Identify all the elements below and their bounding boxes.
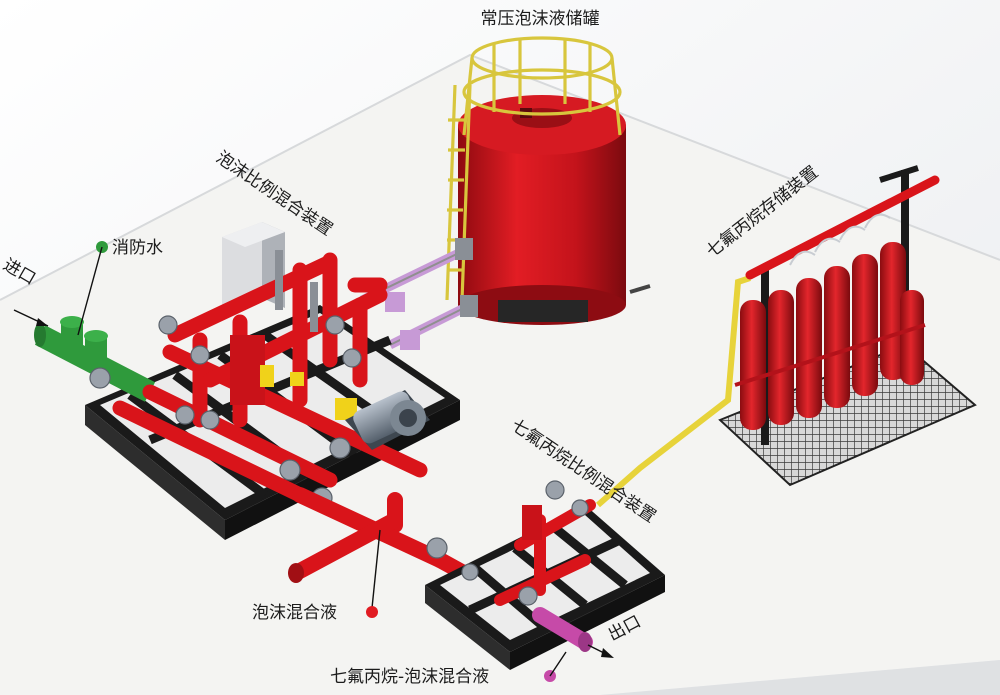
- foam-storage-tank: [445, 36, 651, 325]
- hfc-gas-line: [596, 275, 751, 508]
- hfc-foam-outlet-pipe: [532, 607, 593, 652]
- label-hfc-foam-mix: 七氟丙烷-泡沫混合液: [330, 667, 489, 687]
- foam-proportioning-skid: [34, 222, 460, 540]
- hfc-cylinders: [734, 242, 926, 430]
- skid-valves: [89, 315, 362, 509]
- label-tank: 常压泡沫液储罐: [481, 9, 600, 29]
- label-foam-mix: 泡沫混合液: [252, 603, 337, 623]
- tank-ladder-cage: [445, 36, 622, 301]
- label-fire-water: 消防水: [112, 238, 163, 258]
- outlet-arrow: [601, 648, 614, 658]
- foam-mix-marker: [366, 606, 378, 618]
- floor-platform: [0, 55, 1000, 695]
- proportioner-body: [230, 335, 265, 405]
- inlet-arrow: [36, 318, 48, 326]
- pump-motor: [345, 390, 430, 450]
- hfc-proportioning-skid: [425, 480, 665, 670]
- water-inlet-pipe: [34, 316, 156, 402]
- discharge-valve: [426, 537, 448, 559]
